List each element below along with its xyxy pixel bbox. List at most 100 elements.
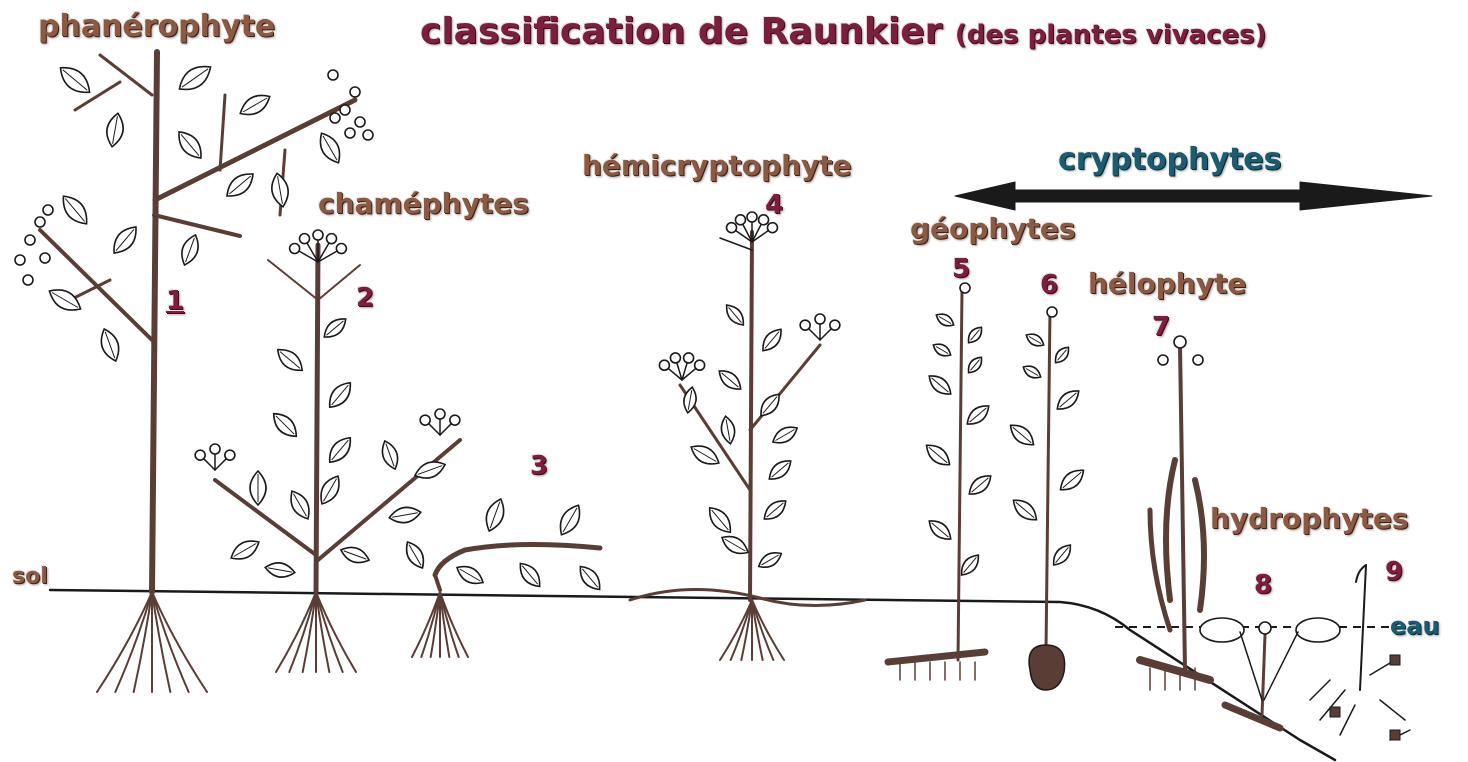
leaf	[963, 401, 993, 429]
leaf	[965, 471, 995, 499]
leaf	[1052, 344, 1073, 366]
leaf	[315, 129, 346, 166]
flower-bud	[800, 320, 810, 330]
leaf	[269, 172, 291, 208]
flower-bud	[1158, 355, 1168, 365]
flower-stalk	[429, 424, 440, 435]
number-3: 3	[530, 451, 548, 481]
leaf	[922, 440, 954, 470]
leaf	[957, 551, 983, 579]
flower-bud	[420, 415, 430, 425]
stem	[435, 575, 440, 590]
number-8: 8	[1254, 570, 1272, 600]
flower-bud	[327, 234, 337, 244]
leaf	[268, 408, 301, 441]
flower-bud	[435, 409, 445, 419]
branch	[318, 265, 360, 300]
flower-bud	[695, 360, 705, 370]
trunk	[152, 52, 157, 592]
number-6: 6	[1040, 270, 1058, 300]
flower-bud	[727, 223, 737, 233]
leaf	[55, 61, 96, 99]
flower-bud	[330, 113, 340, 123]
flower-bud	[767, 223, 777, 233]
root	[289, 592, 316, 672]
leaf	[1053, 386, 1083, 414]
flower-bud	[15, 255, 25, 265]
flower-bud	[670, 353, 680, 363]
leaf	[719, 531, 752, 558]
label-phanerophyte: phanérophyte	[38, 12, 275, 42]
leaf-blade	[1195, 480, 1204, 610]
diagram-title: classification de Raunkier (des plantes …	[420, 14, 1267, 50]
leaf	[758, 325, 786, 355]
stem	[1180, 345, 1185, 670]
leaf	[925, 371, 955, 399]
leaf	[965, 324, 986, 346]
flower-bud	[313, 230, 323, 240]
leaf	[687, 441, 722, 470]
flower-bud	[35, 217, 45, 227]
label-cryptophytes: cryptophytes	[1058, 145, 1282, 175]
stem	[958, 290, 962, 660]
stem	[316, 245, 318, 592]
label-chamephytes: chaméphytes	[318, 190, 529, 218]
leaf	[97, 326, 124, 363]
flower-bud	[290, 244, 300, 254]
branch	[40, 230, 152, 340]
number-5: 5	[952, 254, 970, 284]
label-helophyte: hélophyte	[1088, 270, 1246, 298]
flower-bud	[25, 235, 35, 245]
flower-bud	[345, 128, 355, 138]
leaf	[765, 456, 795, 484]
leaf	[965, 354, 986, 376]
leaf	[931, 341, 953, 360]
leaf	[174, 60, 215, 97]
flower-bud	[1047, 307, 1057, 317]
flower-bud	[336, 244, 346, 254]
title-sub: (des plantes vivaces)	[955, 20, 1267, 50]
leaf	[104, 112, 126, 148]
flower-stalk	[809, 329, 820, 340]
leaf	[719, 415, 737, 445]
leaf	[756, 390, 784, 420]
leaf	[1056, 465, 1088, 495]
submerged-leaf	[1380, 700, 1405, 720]
root	[731, 600, 752, 660]
leaf	[515, 559, 545, 591]
flower-stalk	[204, 459, 215, 470]
leaf	[575, 562, 605, 594]
leaf	[177, 232, 202, 267]
leaf	[722, 301, 748, 329]
leaf	[770, 422, 801, 447]
rhizome	[888, 652, 985, 662]
cryptophytes-arrow	[955, 182, 1432, 210]
flower-stalk	[820, 329, 831, 340]
label-eau: eau	[1390, 614, 1440, 638]
submerged-leaf	[1340, 705, 1355, 735]
flower-bud	[40, 253, 50, 263]
leaf	[934, 311, 956, 330]
label-sol: sol	[12, 566, 48, 588]
flower-bud	[225, 450, 235, 460]
leaf	[250, 471, 266, 505]
flower-bud	[328, 70, 338, 80]
stem	[1262, 635, 1265, 715]
leaf	[264, 561, 296, 580]
label-hydrophytes: hydrophytes	[1210, 505, 1409, 533]
flower-bud	[363, 130, 373, 140]
flower-bud	[659, 360, 669, 370]
leaf	[45, 284, 85, 317]
leaf-blade	[1166, 460, 1175, 600]
leaf	[760, 496, 790, 524]
flower-bud	[1259, 622, 1271, 634]
flower-stalk	[720, 238, 752, 250]
winter-bud	[1390, 730, 1400, 740]
leaf	[1021, 363, 1043, 382]
branch	[154, 215, 240, 236]
leaf	[756, 548, 785, 571]
leaf	[108, 222, 142, 258]
number-4: 4	[765, 190, 783, 220]
flower-bud	[684, 353, 694, 363]
